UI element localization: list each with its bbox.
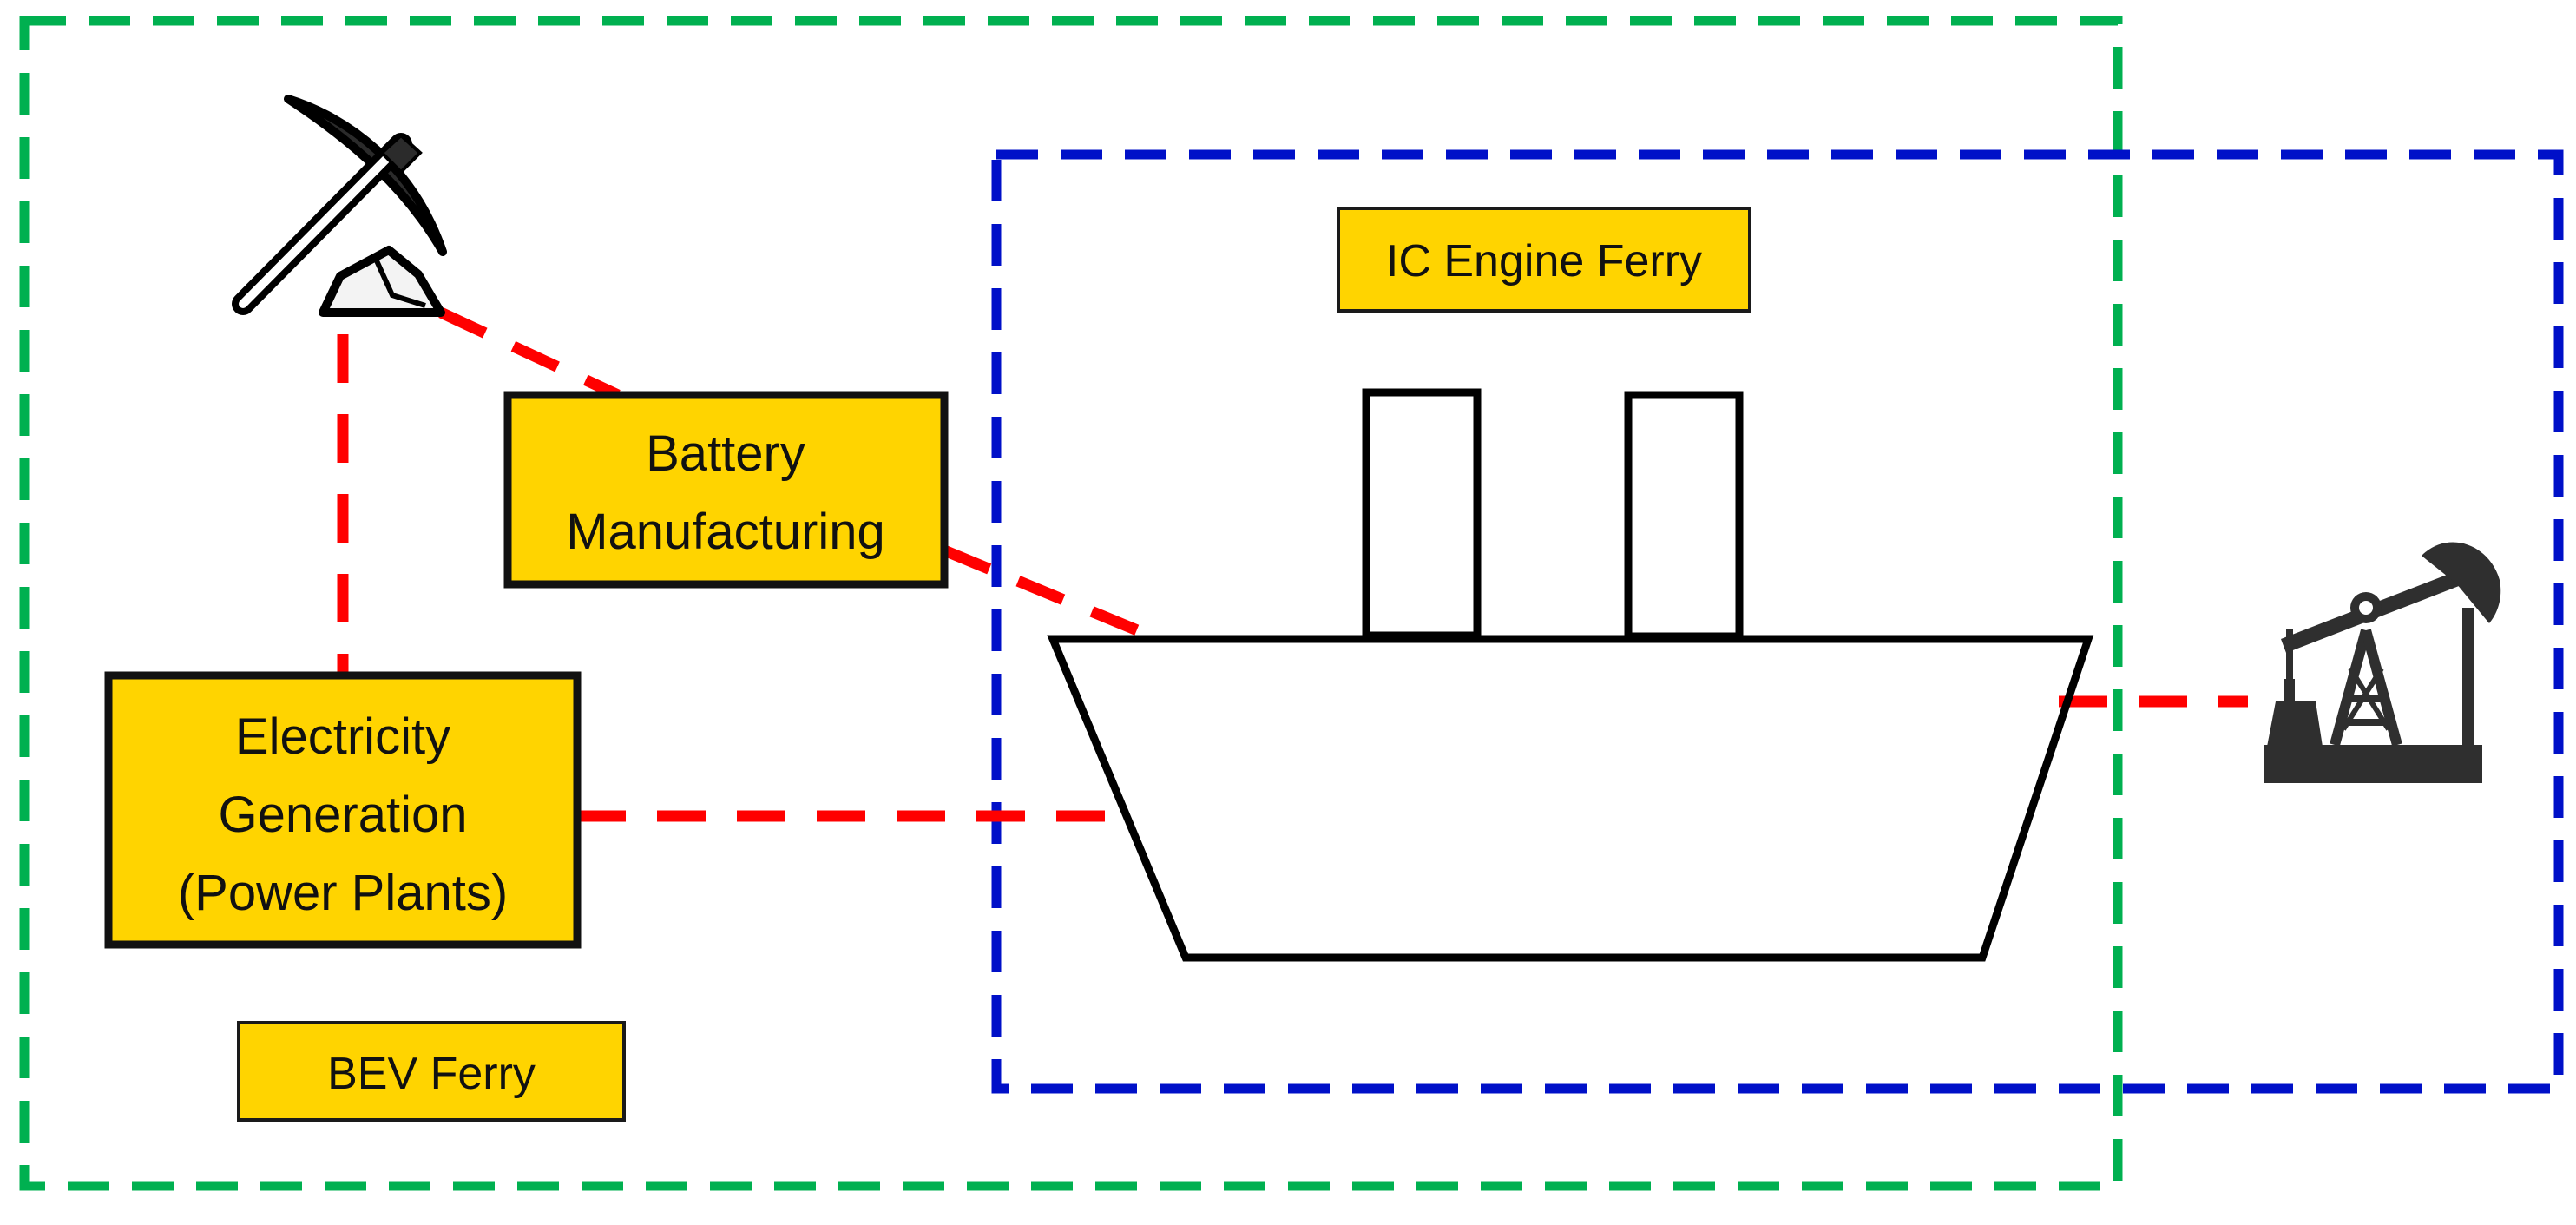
electricity-label-line1: Electricity — [235, 708, 450, 765]
flow-line-mine-to-battery — [438, 307, 621, 400]
battery-label-line1: Battery — [646, 425, 805, 482]
bev-ferry-text: BEV Ferry — [327, 1049, 536, 1099]
flow-line-battery-to-ferry — [942, 544, 1159, 644]
ferry-funnel-left — [1362, 388, 1482, 640]
flow-lines — [337, 307, 2248, 822]
ic-engine-ferry-text: IC Engine Ferry — [1386, 236, 1702, 286]
pickaxe-ore-icon — [232, 95, 447, 317]
ferry-funnel-right — [1624, 391, 1744, 641]
bev-ferry-label: BEV Ferry — [237, 1021, 626, 1122]
electricity-label-line3: (Power Plants) — [178, 865, 508, 921]
oil-pumpjack-icon — [2264, 542, 2501, 783]
ic-engine-ferry-label: IC Engine Ferry — [1337, 207, 1751, 313]
ferry-hull-icon — [1047, 388, 2094, 962]
battery-label-line2: Manufacturing — [566, 504, 885, 560]
electricity-label-line2: Generation — [219, 787, 468, 843]
bev-ferry-boundary — [19, 16, 2123, 1191]
ferry-hull — [1047, 635, 2094, 962]
electricity-generation-box: Electricity Generation (Power Plants) — [104, 671, 582, 949]
ic-engine-ferry-boundary — [991, 149, 2564, 1094]
battery-manufacturing-box: Battery Manufacturing — [503, 391, 949, 589]
